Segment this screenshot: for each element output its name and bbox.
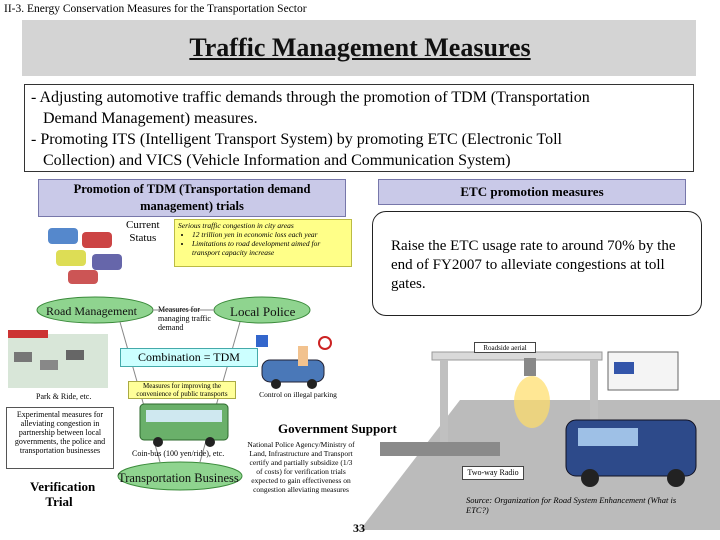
government-support-heading: Government Support xyxy=(278,421,397,436)
intro-line-3: - Promoting ITS (Intelligent Transport S… xyxy=(31,131,562,148)
park-and-ride-icon xyxy=(8,330,108,388)
intro-line-2: Demand Management) measures. xyxy=(43,110,258,127)
verification-line-2: Trial xyxy=(45,494,73,509)
page-title: Traffic Management Measures xyxy=(189,33,531,62)
experimental-measures-box: Experimental measures for alleviating co… xyxy=(6,407,114,469)
park-ride-label: Park & Ride, etc. xyxy=(36,392,92,401)
local-police-label: Local Police xyxy=(230,304,296,319)
congestion-issues-note: Serious traffic congestion in city areas… xyxy=(174,219,352,267)
etc-callout: Raise the ETC usage rate to around 70% b… xyxy=(372,211,702,316)
intro-line-1: - Adjusting automotive traffic demands t… xyxy=(31,89,590,106)
etc-heading: ETC promotion measures xyxy=(378,179,686,205)
two-way-radio-label: Two-way Radio xyxy=(462,466,524,480)
title-band xyxy=(22,20,696,76)
transportation-business-label: Transportation Business xyxy=(118,471,239,485)
bus-icon xyxy=(139,403,229,447)
issue-item: 12 trillion yen in economic loss each ye… xyxy=(192,230,348,239)
illegal-parking-icon xyxy=(256,335,332,389)
control-parking-label: Control on illegal parking xyxy=(259,390,337,399)
road-management-label: Road Management xyxy=(46,304,137,318)
source-note: Source: Organization for Road System Enh… xyxy=(466,495,677,515)
improve-transport-label: Measures for improving the convenience o… xyxy=(128,381,236,399)
tdm-heading-line-2: management) trials xyxy=(140,199,244,213)
current-status-label: Current Status xyxy=(126,219,160,245)
tdm-heading-line-1: Promotion of TDM (Transportation demand xyxy=(73,182,311,196)
current-status-line-1: Current xyxy=(126,219,160,231)
current-status-line-2: Status xyxy=(129,232,157,244)
combination-tdm-label: Combination = TDM xyxy=(120,348,258,367)
issues-title: Serious traffic congestion in city areas xyxy=(178,221,294,230)
page-number: 33 xyxy=(353,521,365,535)
coin-bus-label: Coin-bus (100 yen/ride), etc. xyxy=(132,449,225,458)
verification-line-1: Verification xyxy=(30,479,96,494)
intro-box: - Adjusting automotive traffic demands t… xyxy=(24,84,694,172)
government-support-text: National Police Agency/Ministry of Land,… xyxy=(247,440,355,494)
section-label: II-3. Energy Conservation Measures for t… xyxy=(4,3,307,15)
verification-trial-label: Verification Trial xyxy=(30,479,96,509)
roadside-aerial-label: Roadside aerial xyxy=(474,342,536,353)
measures-for-label: Measures for managing traffic demand xyxy=(158,305,211,332)
issue-item: Limitations to road development aimed fo… xyxy=(192,239,348,257)
intro-line-4: Collection) and VICS (Vehicle Informatio… xyxy=(43,152,511,169)
traffic-jam-icon xyxy=(48,228,122,284)
tdm-heading: Promotion of TDM (Transportation demand … xyxy=(38,179,346,217)
